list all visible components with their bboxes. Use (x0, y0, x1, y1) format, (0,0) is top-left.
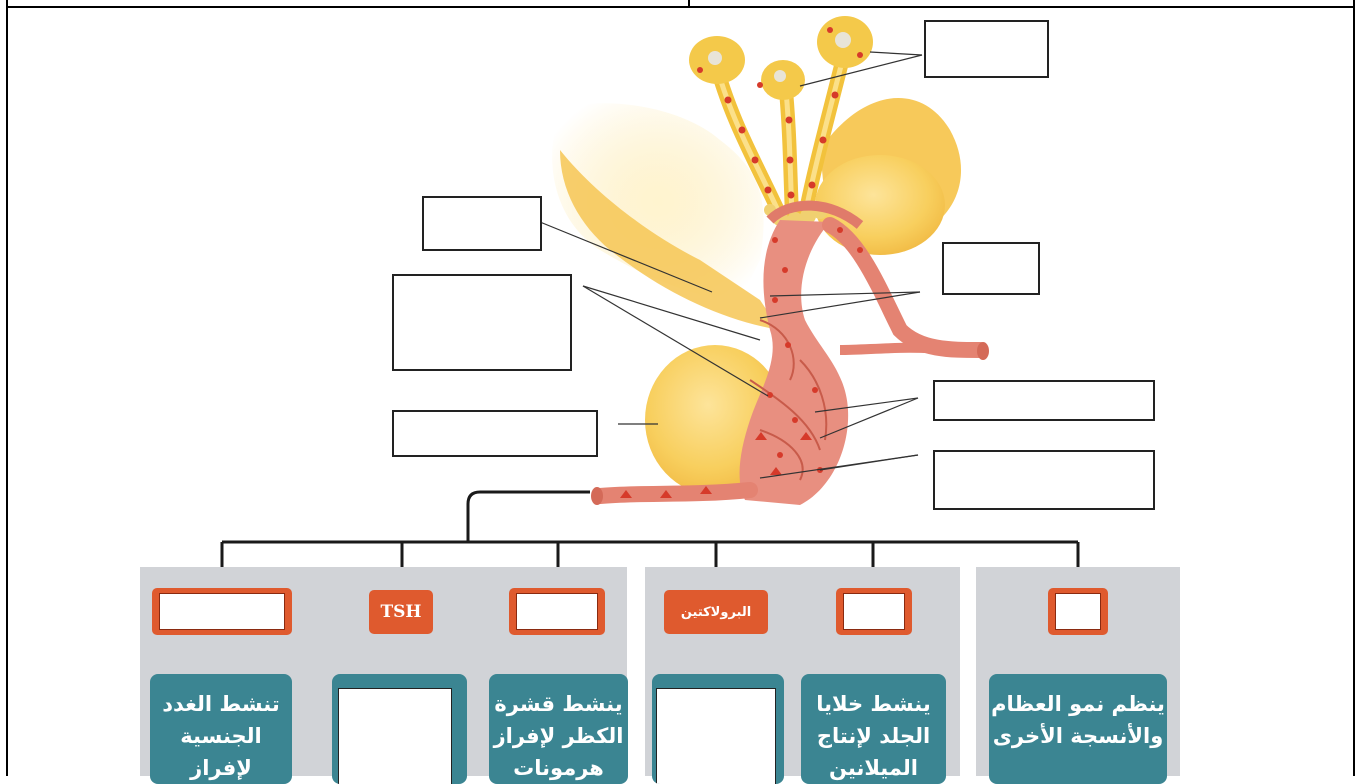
effect-box-gonads: تنشط الغدد الجنسية لإفراز هرمونات (150, 674, 292, 784)
effect-blank[interactable] (338, 688, 452, 784)
prolactin-label: البرولاكتين (681, 605, 751, 620)
effect-box-skin: ينشط خلايا الجلد لإنتاج الميلانين (801, 674, 946, 784)
label-box-posterior-lobe[interactable] (392, 410, 598, 457)
label-box-anterior-hormones[interactable] (933, 450, 1155, 510)
hormone-blank[interactable] (516, 593, 598, 630)
effect-adrenal-text: ينشط قشرة الكظر لإفراز هرمونات (494, 692, 624, 780)
hormone-blank[interactable] (159, 593, 285, 630)
effect-box-prolactin (652, 674, 784, 784)
effect-growth-text: ينظم نمو العظام والأنسجة الأخرى (991, 692, 1165, 748)
hormone-blank[interactable] (1055, 593, 1101, 630)
tsh-label: TSH (381, 602, 422, 622)
effect-box-adrenal: ينشط قشرة الكظر لإفراز هرمونات (489, 674, 628, 784)
hormone-box-prolactin: البرولاكتين (664, 590, 768, 634)
effect-box-thyroid (332, 674, 467, 784)
hormone-box-msh (836, 588, 912, 635)
label-box-hypothalamus[interactable] (422, 196, 542, 251)
label-box-anterior-cells[interactable] (933, 380, 1155, 421)
label-box-portal-vessels[interactable] (942, 242, 1040, 295)
effect-blank[interactable] (656, 688, 776, 784)
effect-box-growth: ينظم نمو العظام والأنسجة الأخرى (989, 674, 1167, 784)
hormone-box-tsh: TSH (369, 590, 433, 634)
hormone-box-acth (509, 588, 605, 635)
label-box-neurosecretory-cells[interactable] (924, 20, 1049, 78)
hormone-blank[interactable] (843, 593, 905, 630)
label-box-capillaries[interactable] (392, 274, 572, 371)
hormone-box-gonadotropin (152, 588, 292, 635)
hormone-box-gh (1048, 588, 1108, 635)
effect-skin-text: ينشط خلايا الجلد لإنتاج الميلانين (816, 692, 930, 780)
effect-gonads-text: تنشط الغدد الجنسية لإفراز هرمونات (162, 692, 279, 784)
